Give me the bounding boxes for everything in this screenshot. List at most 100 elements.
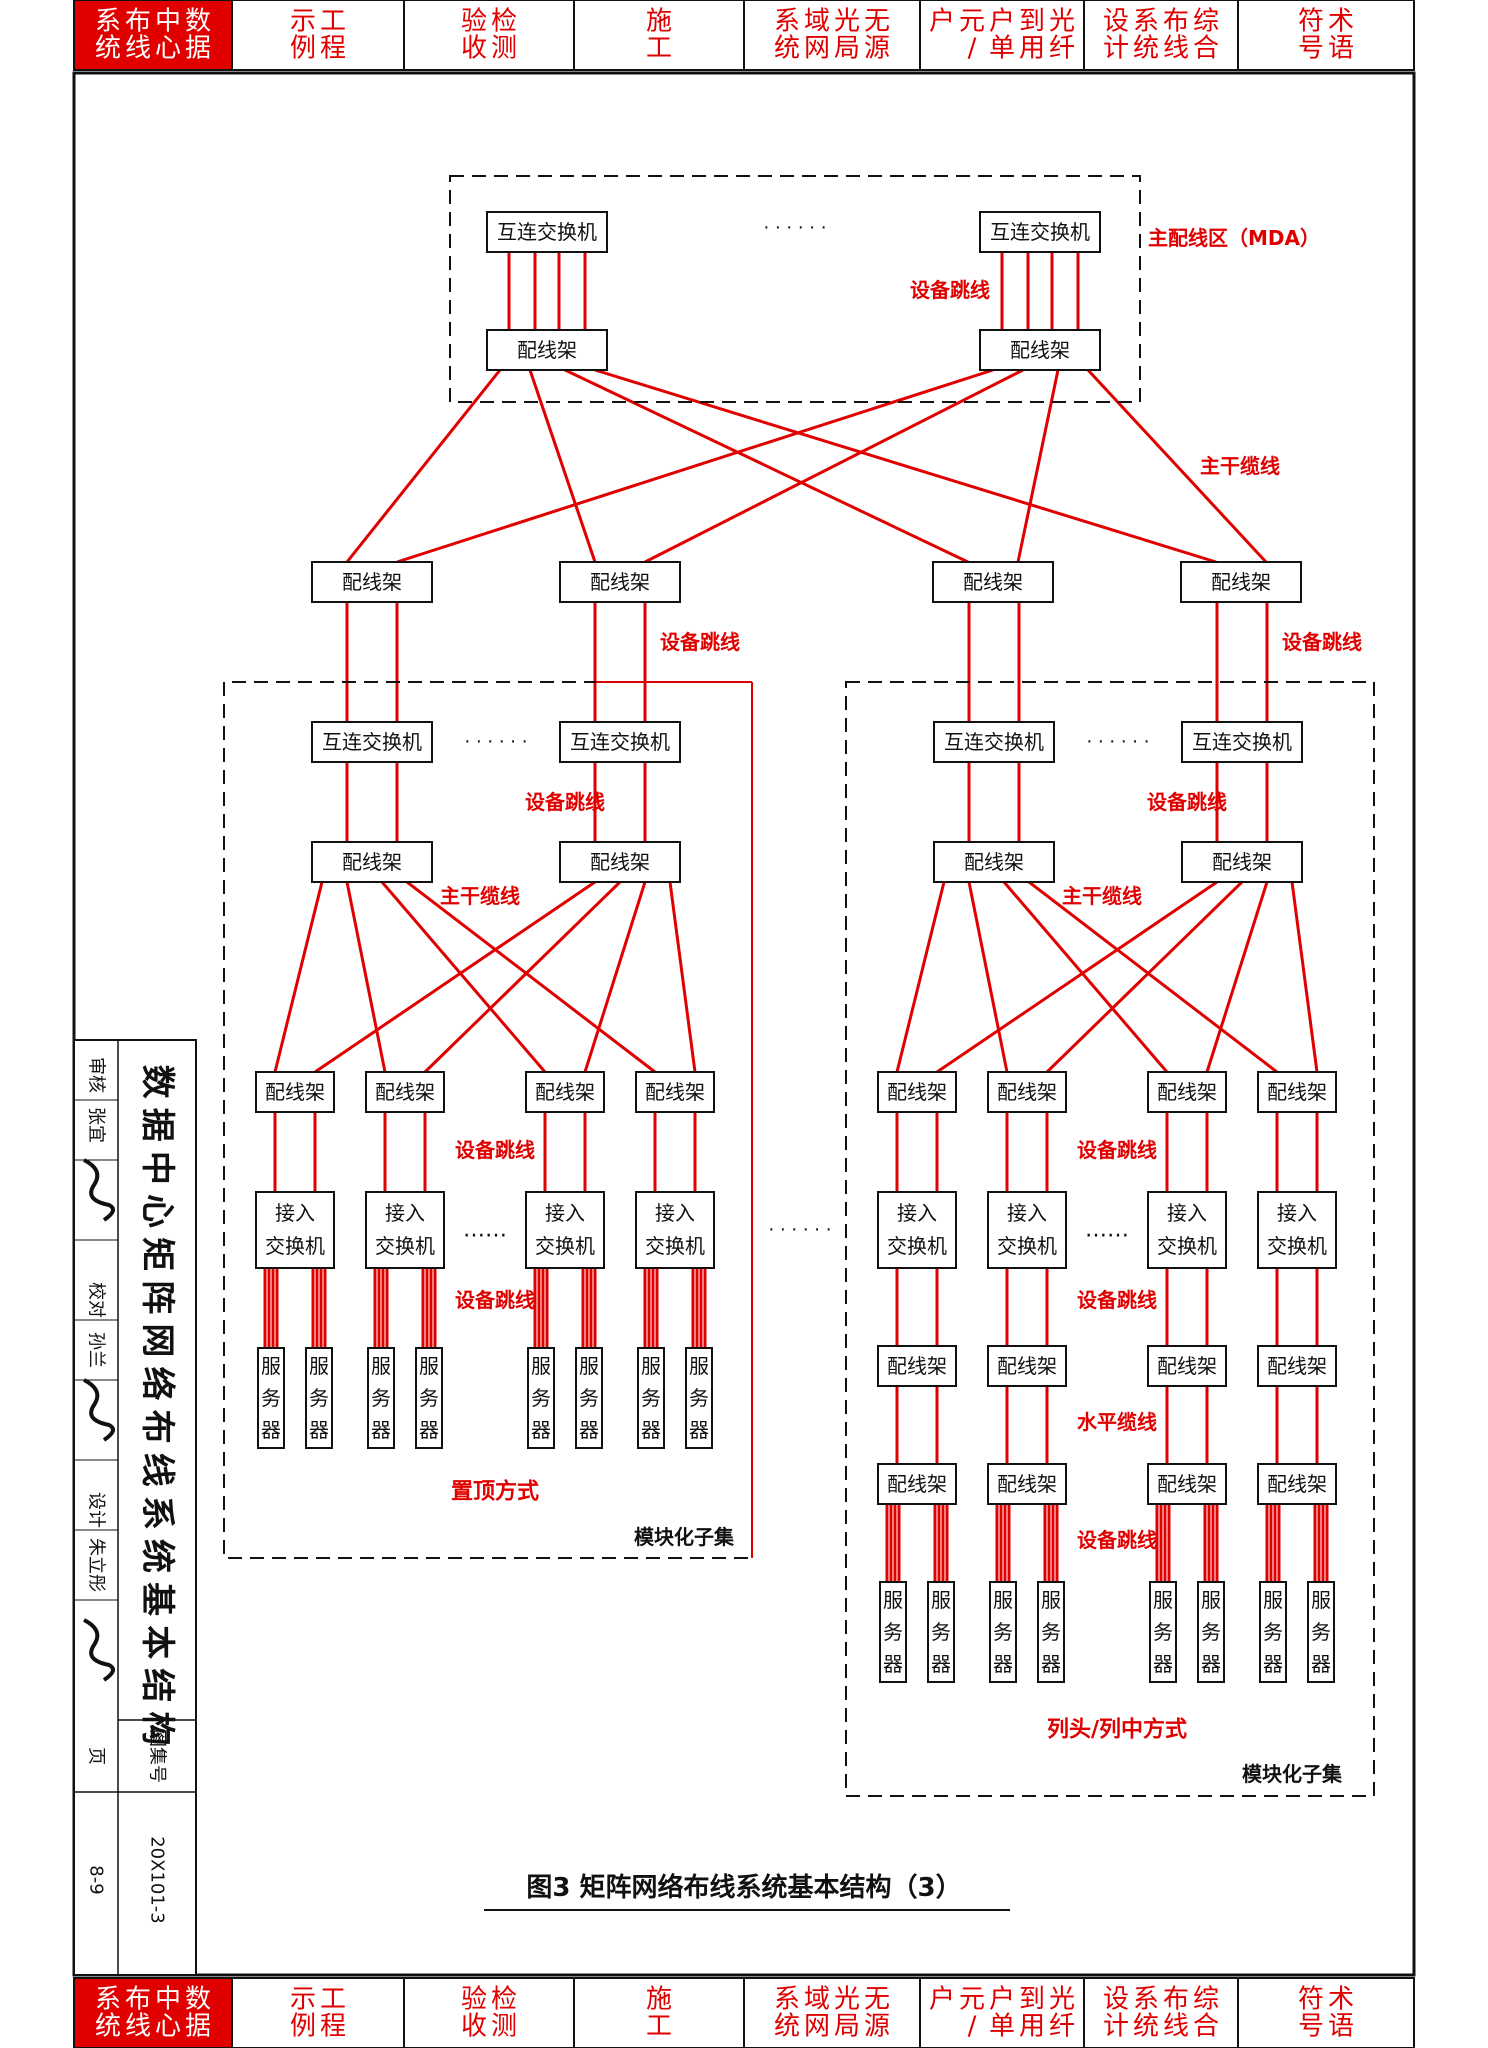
- tabs-bottom: 数据中心布线系统工程示例检测验收施工无源光局域网系统光纤到用户单元/户综合布线系…: [73, 1977, 1415, 2048]
- row-panel-b-3-label: 配线架: [1267, 1472, 1327, 1496]
- backbone-panel-1: [559, 561, 681, 603]
- tab-3: [573, 1977, 745, 2048]
- tab-5: [919, 1977, 1085, 2048]
- mda-zone: [449, 175, 1141, 403]
- server-label: 器: [1263, 1652, 1283, 1676]
- tab-1: [231, 1977, 405, 2048]
- server-label: 器: [309, 1418, 329, 1442]
- tab-char: 中: [155, 6, 181, 36]
- row-panel-b-1-label: 配线架: [997, 1472, 1057, 1496]
- server: [1307, 1581, 1335, 1683]
- rack-panel-3: [1257, 1071, 1337, 1113]
- subset-switch-1: [559, 721, 681, 763]
- backbone-panel-0: [311, 561, 433, 603]
- row-panel-b-0: [877, 1463, 957, 1505]
- title-block-frame: [73, 1039, 197, 1976]
- tab-char: 统: [1133, 34, 1159, 64]
- tab-6: [1083, 0, 1239, 71]
- tabs-top: 数据中心布线系统工程示例检测验收施工无源光局域网系统光纤到用户单元/户综合布线系…: [73, 0, 1415, 71]
- server-label: 器: [689, 1418, 709, 1442]
- tab-char: 系: [774, 1984, 800, 2014]
- tab-char: 示: [290, 1984, 316, 2014]
- server-label: 务: [883, 1620, 903, 1644]
- cable: [644, 368, 1024, 564]
- tab-char: 源: [864, 2012, 890, 2042]
- tab-char: 语: [1328, 2012, 1354, 2042]
- server-label: 服: [1311, 1588, 1331, 1612]
- rack-panel-3: [635, 1071, 715, 1113]
- row-panel-a-0: [877, 1345, 957, 1387]
- tab-char: 计: [1103, 34, 1129, 64]
- cable: [380, 881, 547, 1073]
- server: [415, 1347, 443, 1449]
- row-panel-b-3: [1257, 1463, 1337, 1505]
- tab-char: 用: [1019, 2012, 1045, 2042]
- zones: [223, 175, 1375, 1797]
- tab-char: 到: [1019, 6, 1045, 36]
- cable: [345, 369, 502, 563]
- sheet-title-char: 络: [137, 1366, 177, 1400]
- cable: [895, 881, 946, 1073]
- tab-char: 号: [1298, 34, 1324, 64]
- drawing-frame: [72, 71, 1416, 1977]
- ellipsis: ……: [1085, 1218, 1129, 1243]
- tab-char: 系: [774, 6, 800, 36]
- tab-char: 检: [491, 6, 517, 36]
- access-switch-1: [365, 1191, 445, 1269]
- row-panel-a-1: [987, 1345, 1067, 1387]
- tab-char: 术: [1328, 1984, 1354, 2014]
- tab-char: 符: [1298, 1984, 1324, 2014]
- server-label: 服: [309, 1354, 329, 1378]
- tab-char: 综: [1193, 1984, 1219, 2014]
- label-equipment-cord: 设备跳线: [1077, 1138, 1157, 1162]
- tab-1: [231, 0, 405, 71]
- approval-text: 设计: [86, 1492, 107, 1528]
- server-label: 器: [1041, 1652, 1061, 1676]
- server: [575, 1347, 603, 1449]
- subset-switch-0-label: 互连交换机: [322, 730, 422, 754]
- tab-char: 单: [989, 2012, 1015, 2042]
- tab-char: 据: [185, 2012, 211, 2042]
- subset-panel-0: [933, 841, 1055, 883]
- server: [1197, 1581, 1225, 1683]
- tab-char: 据: [185, 34, 211, 64]
- cable: [345, 881, 387, 1073]
- server-label: 器: [931, 1652, 951, 1676]
- label-equipment-cord: 设备跳线: [455, 1288, 535, 1312]
- server: [1259, 1581, 1287, 1683]
- tab-char: 统: [95, 34, 121, 64]
- signature: [83, 1618, 115, 1682]
- tab-char: 纤: [1049, 34, 1075, 64]
- tab-char: 符: [1298, 6, 1324, 36]
- tab-char: 线: [1163, 34, 1189, 64]
- approval-text: 孙兰: [86, 1332, 107, 1368]
- signature: [83, 1158, 115, 1222]
- cable: [396, 368, 994, 564]
- access-switch-3: [635, 1191, 715, 1269]
- tab-char: 系: [95, 1984, 121, 2014]
- tab-char: 网: [804, 2012, 830, 2042]
- server-label: 务: [261, 1386, 281, 1410]
- tab-char: 心: [155, 34, 181, 64]
- tab-char: 例: [290, 2012, 316, 2042]
- cable: [583, 881, 647, 1073]
- tab-0: [73, 1977, 233, 2048]
- tab-char: 合: [1193, 34, 1219, 64]
- tab-char: 工: [320, 6, 346, 36]
- subset-switch-1: [1181, 721, 1303, 763]
- row-panel-a-2-label: 配线架: [1157, 1354, 1217, 1378]
- server-label: 器: [1311, 1652, 1331, 1676]
- module-subset-zone-left: [223, 681, 753, 1559]
- access-switch-0: [255, 1191, 335, 1269]
- rack-panel-1: [987, 1071, 1067, 1113]
- sheet-title-char: 基: [137, 1582, 177, 1616]
- label-equipment-cord: 设备跳线: [1077, 1528, 1157, 1552]
- server-label: 器: [1153, 1652, 1173, 1676]
- cable: [1002, 881, 1169, 1073]
- tab-char: 无: [864, 1984, 890, 2014]
- tab-char: 光: [1049, 1984, 1075, 2014]
- signature: [83, 1378, 115, 1442]
- tab-7: [1237, 0, 1415, 71]
- label-horizontal-cable: 水平缆线: [1077, 1410, 1157, 1434]
- row-method-label: 列头/列中方式: [1047, 1717, 1187, 1743]
